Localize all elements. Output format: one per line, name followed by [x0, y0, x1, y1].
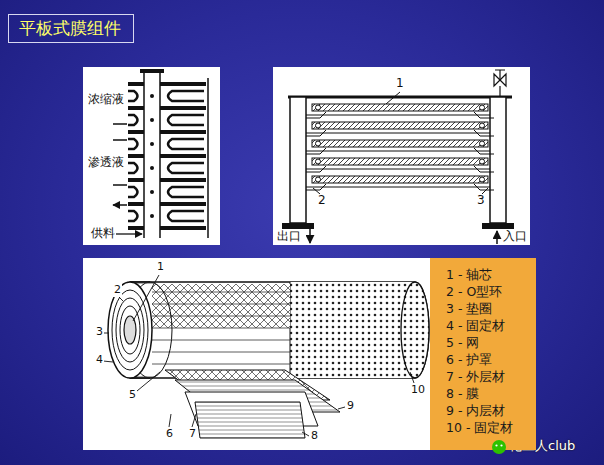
drawing-part: [192, 414, 196, 427]
drawing-part: [410, 372, 414, 383]
drawing-part: [290, 282, 415, 378]
drawing-part: [309, 229, 311, 243]
drawing-part: [152, 284, 290, 328]
part-label: 浓缩液: [87, 93, 125, 107]
drawing-part: [195, 402, 305, 438]
drawing-part: [306, 122, 494, 136]
callout-number: 7: [188, 428, 197, 441]
drawing-part: [128, 202, 206, 221]
callout-number: 9: [346, 400, 355, 413]
callout-number: 1: [395, 77, 405, 91]
drawing-part: [124, 316, 136, 344]
legend-item: 7 - 外层材: [446, 368, 526, 385]
drawing-part: [306, 140, 494, 154]
legend-item: 4 - 固定材: [446, 317, 526, 334]
drawing-part: [128, 106, 206, 125]
drawing-part: [128, 154, 206, 173]
drawing-part: [103, 361, 113, 362]
callout-number: 2: [317, 194, 327, 208]
drawing-part: [108, 283, 154, 377]
part-label: 渗透液: [87, 156, 125, 170]
drawing-part: [495, 70, 505, 97]
drawing-part: [496, 231, 498, 244]
drawing-part: [140, 69, 164, 73]
callout-number: 6: [165, 428, 174, 441]
legend-item: 1 - 轴芯: [446, 266, 526, 283]
drawing-part: [273, 67, 530, 245]
legend-panel: 1 - 轴芯2 - O型环3 - 垫圈4 - 固定材5 - 网6 - 护罩7 -…: [430, 258, 536, 450]
callout-number: 1: [156, 261, 165, 274]
drawing-part: [128, 178, 206, 197]
port-label: 入口: [502, 230, 528, 244]
drawing-part: [108, 282, 152, 378]
drawing-part: [130, 282, 429, 378]
drawing-part: [338, 407, 345, 409]
drawing-part: [306, 158, 494, 172]
drawing-part: [169, 414, 171, 427]
callout-number: 3: [476, 194, 486, 208]
legend-item: 6 - 护罩: [446, 351, 526, 368]
drawing-part: [119, 297, 123, 301]
port-label: 出口: [276, 230, 302, 244]
callout-number: 4: [95, 354, 104, 367]
drawing-part: [116, 233, 142, 234]
drawing-part: [83, 258, 430, 450]
legend-item: 8 - 膜: [446, 385, 526, 402]
drawing-part: [83, 67, 220, 245]
drawing-part: [282, 223, 314, 229]
drawing-part: [306, 104, 494, 118]
drawing-part: [288, 96, 512, 99]
part-label: 供料: [90, 227, 116, 241]
drawing-part: [128, 130, 206, 149]
callout-number: 10: [410, 384, 426, 397]
drawing-part: [490, 97, 506, 223]
drawing-part: [128, 82, 206, 101]
callout-number: 5: [128, 389, 137, 402]
callout-number: 8: [310, 430, 319, 443]
legend-item: 9 - 内层材: [446, 402, 526, 419]
drawing-part: [112, 290, 148, 370]
drawing-part: [128, 226, 144, 230]
slide-title: 平板式膜组件: [8, 14, 134, 43]
drawing-part: [152, 292, 290, 364]
legend-item: 10 - 固定材: [446, 419, 526, 436]
drawing-part: [116, 298, 144, 362]
drawing-part: [290, 97, 306, 223]
drawing-part: [302, 432, 309, 436]
drawing-part: [386, 92, 400, 104]
drawing-part: [160, 226, 206, 230]
drawing-part: [306, 176, 494, 190]
callout-number: 2: [113, 284, 122, 297]
legend-item: 3 - 垫圈: [446, 300, 526, 317]
callout-number: 3: [95, 326, 104, 339]
legend-item: 5 - 网: [446, 334, 526, 351]
legend-item: 2 - O型环: [446, 283, 526, 300]
drawing-part: [482, 223, 514, 229]
drawing-part: [137, 372, 160, 391]
drawing-part: [133, 275, 159, 321]
drawing-part: [401, 282, 429, 378]
